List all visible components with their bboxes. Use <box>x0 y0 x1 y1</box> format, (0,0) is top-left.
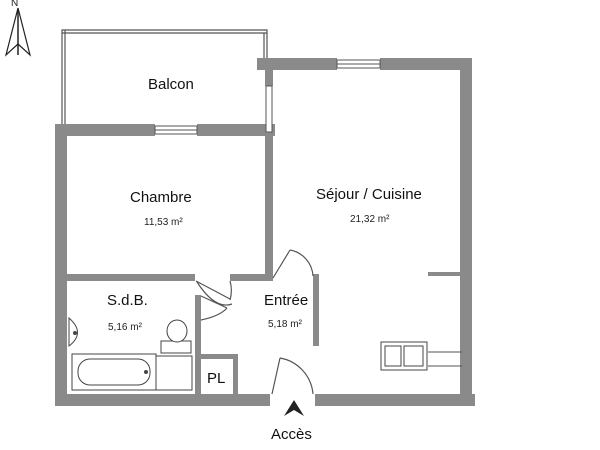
toilet-tank <box>160 340 192 354</box>
sink-bowl <box>384 345 402 367</box>
room-label-balcon: Balcon <box>148 76 194 93</box>
north-compass-icon: N <box>4 0 32 57</box>
room-label-entree: Entrée <box>264 292 308 309</box>
access-arrow-icon <box>284 400 304 416</box>
room-label-chambre: Chambre <box>130 189 192 206</box>
room-label-sdb: S.d.B. <box>107 292 148 309</box>
room-area-sejour: 21,32 m² <box>350 214 390 225</box>
balcony-outline <box>61 29 268 128</box>
sink-drainer <box>403 345 424 367</box>
room-area-entree: 5,18 m² <box>268 319 303 330</box>
bathtub-basin <box>77 358 151 386</box>
toilet-icon <box>166 319 188 343</box>
room-label-placard: PL <box>207 370 225 387</box>
cabinet-icon <box>155 355 193 391</box>
fixtures <box>68 316 462 391</box>
access-label: Accès <box>271 426 312 443</box>
compass-letter: N <box>11 0 18 9</box>
walls <box>55 58 475 406</box>
doors <box>195 249 314 395</box>
room-area-chambre: 11,53 m² <box>144 217 183 228</box>
room-label-sejour: Séjour / Cuisine <box>316 186 422 203</box>
washbasin-icon <box>68 316 78 348</box>
room-area-sdb: 5,16 m² <box>108 322 143 333</box>
bathtub-drain <box>144 370 148 374</box>
